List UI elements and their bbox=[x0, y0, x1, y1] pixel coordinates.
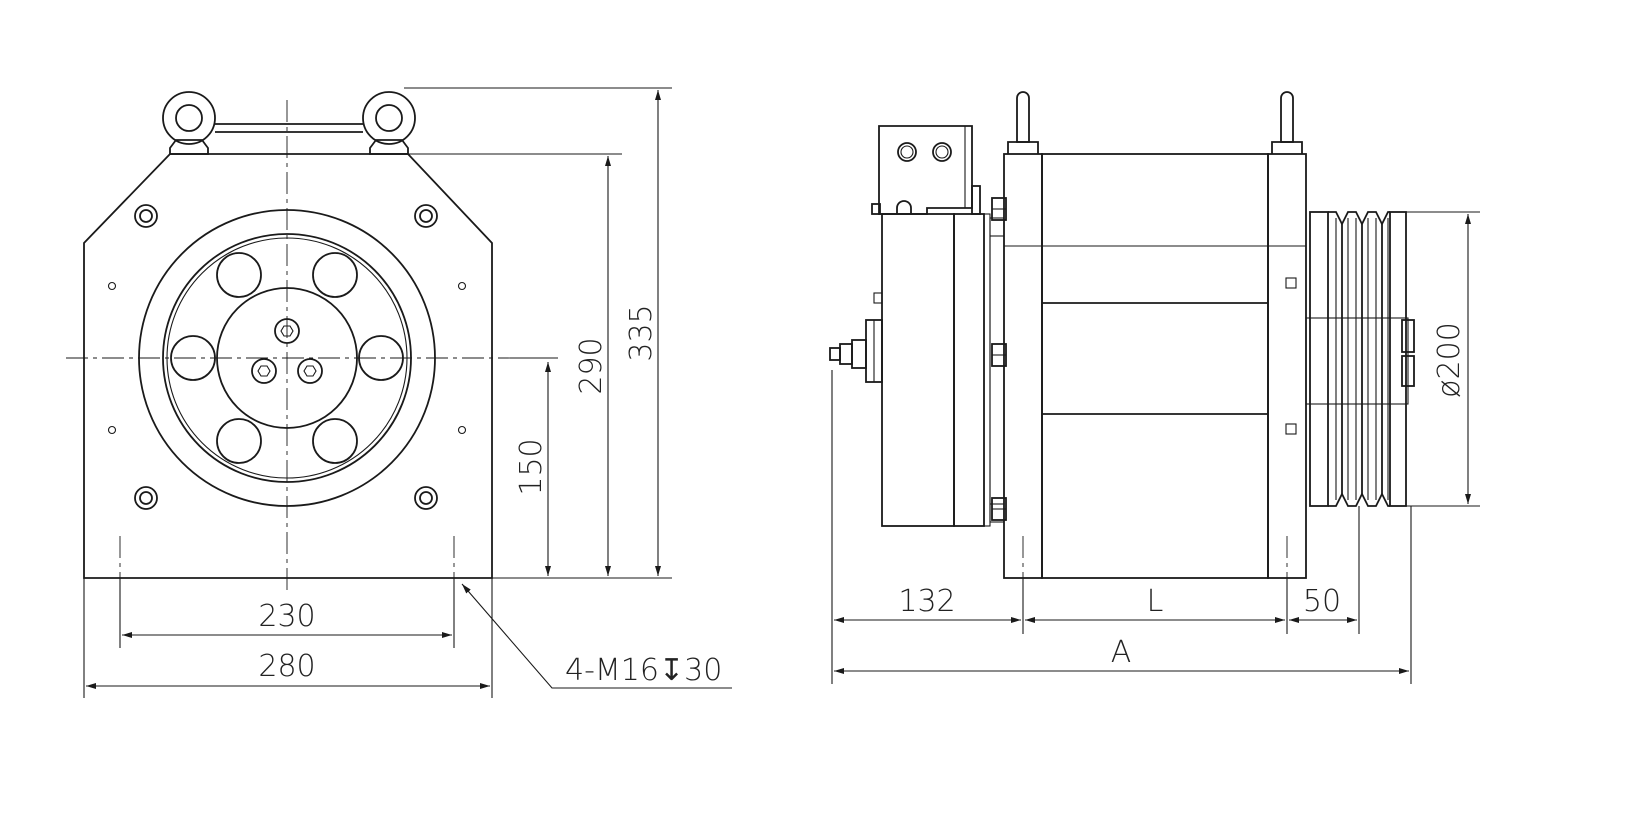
traction-sheave bbox=[1309, 211, 1407, 507]
dim-length: L bbox=[1147, 584, 1164, 619]
hub-bolt bbox=[251, 358, 277, 384]
brake-disc bbox=[881, 213, 955, 527]
small-hole bbox=[457, 281, 467, 291]
hole-callout: 4-M16↧30 bbox=[565, 653, 722, 688]
corner-bolt bbox=[134, 486, 158, 510]
lifting-eye-left bbox=[162, 91, 216, 155]
brake-housing bbox=[871, 125, 981, 215]
eyebolt-left bbox=[1007, 91, 1039, 154]
dim-sheave-offset: 50 bbox=[1303, 584, 1341, 619]
corner-bolt bbox=[414, 486, 438, 510]
side-view: ø200 132 L 50 A bbox=[829, 91, 1480, 684]
small-hole bbox=[457, 425, 467, 435]
eyebolt-right bbox=[1271, 91, 1303, 154]
dim-hole-spacing: 230 bbox=[258, 599, 315, 634]
end-plate-left bbox=[1003, 153, 1043, 579]
front-view: 150 290 335 230 280 4-M16↧30 bbox=[66, 87, 732, 698]
shaft bbox=[1305, 317, 1409, 405]
lifting-eye-right bbox=[362, 91, 416, 155]
dim-center-height: 150 bbox=[514, 438, 549, 495]
dim-body-height: 290 bbox=[574, 337, 609, 394]
small-hole bbox=[107, 425, 117, 435]
hole-leader bbox=[461, 583, 732, 689]
rotor-holes bbox=[170, 252, 404, 464]
dim-brake-offset: 132 bbox=[898, 584, 955, 619]
hub-bolt bbox=[297, 358, 323, 384]
dim-width-overall: 280 bbox=[258, 649, 315, 684]
motor-body bbox=[1041, 153, 1269, 579]
dim-overall: A bbox=[1111, 635, 1132, 670]
dim-total-height: 335 bbox=[624, 304, 659, 361]
corner-bolt bbox=[134, 204, 158, 228]
dim-sheave-diameter: ø200 bbox=[1432, 322, 1467, 398]
end-plate-right bbox=[1267, 153, 1307, 579]
motor-housing bbox=[83, 153, 493, 579]
small-hole bbox=[107, 281, 117, 291]
corner-bolt bbox=[414, 204, 438, 228]
release-screw bbox=[829, 319, 883, 383]
